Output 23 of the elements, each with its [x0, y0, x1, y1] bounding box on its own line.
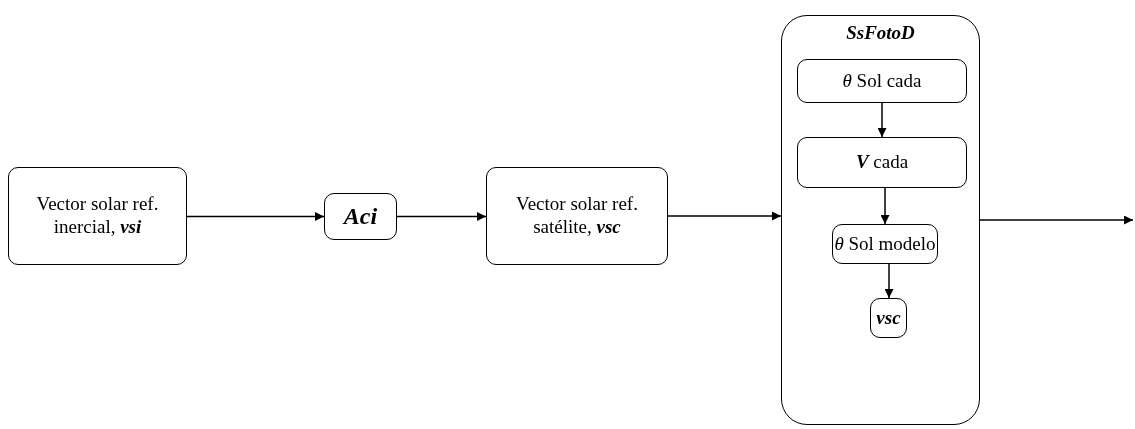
process-box [324, 193, 397, 240]
process-box [870, 298, 907, 338]
arrow [979, 215, 1134, 225]
box-label: vsc [876, 306, 901, 330]
process-box [797, 137, 967, 188]
process-box [486, 167, 668, 265]
box-label: θ Sol modelo [834, 232, 936, 256]
box-label: θ Sol cada [842, 69, 922, 93]
box-label: Vector solar ref. satélite, vsc [515, 193, 639, 239]
arrow [884, 263, 894, 299]
group-title: SsFotoD [846, 22, 915, 45]
arrow [880, 187, 890, 225]
process-box [797, 59, 967, 103]
box-label: Aci [343, 202, 378, 231]
arrow [877, 102, 887, 138]
box-label: V cada [855, 151, 909, 174]
process-box [832, 224, 938, 264]
box-label: Vector solar ref. inercial, vsi [35, 193, 160, 239]
arrow [396, 212, 487, 221]
subsystem-box [781, 15, 980, 425]
arrow [667, 211, 782, 221]
process-box [8, 167, 187, 265]
arrow [186, 212, 325, 221]
